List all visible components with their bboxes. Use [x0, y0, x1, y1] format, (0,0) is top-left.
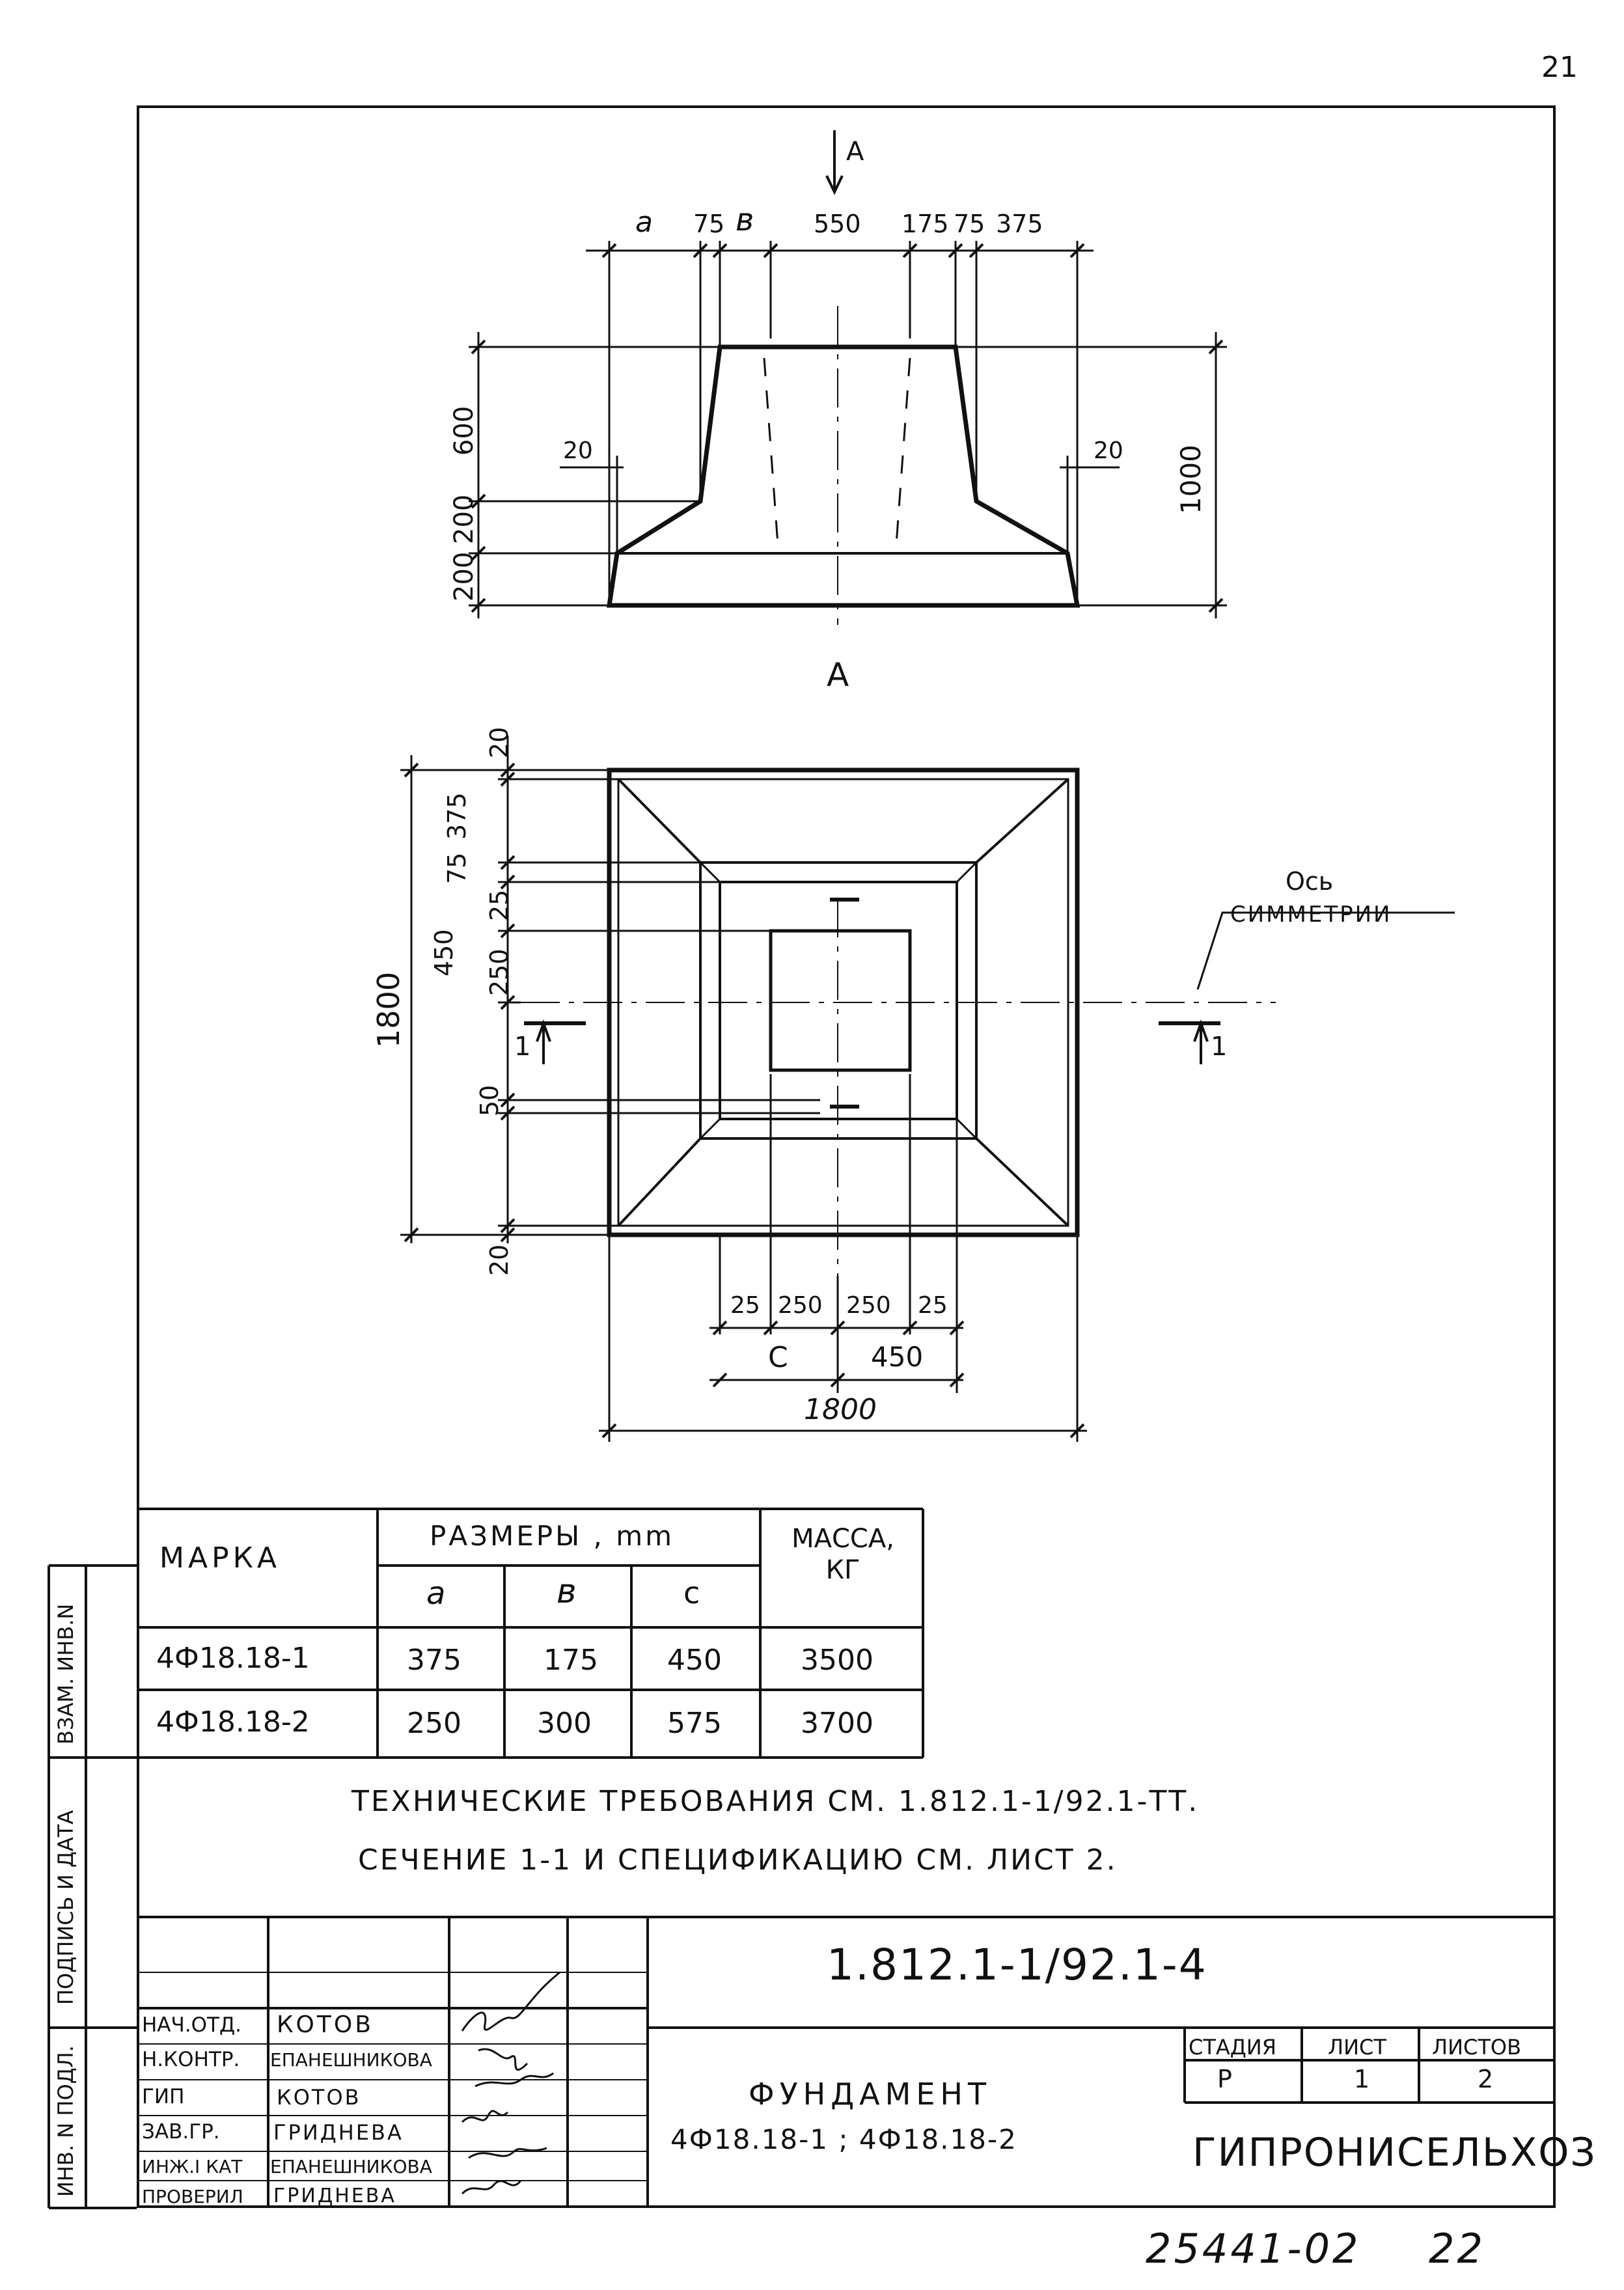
table-row-1-a: 375 — [407, 1644, 461, 1677]
plan-dim-375: 375 — [443, 792, 471, 840]
dim-ledge-right: 20 — [1094, 437, 1123, 464]
plan-dim-bottom-250-left: 250 — [778, 1292, 823, 1319]
dim-75-left: 75 — [693, 210, 725, 238]
plan-dim-75: 75 — [443, 852, 471, 884]
dim-200-lower: 200 — [449, 551, 479, 601]
organization-name: ГИПРОНИСЕЛЬХОЗ — [1192, 2130, 1597, 2175]
stage-label: СТАДИЯ — [1189, 2035, 1276, 2060]
section-arrow-label: A — [846, 137, 864, 167]
note-line-2: СЕЧЕНИЕ 1-1 И СПЕЦИФИКАЦИЮ СМ. ЛИСТ 2. — [358, 1843, 1118, 1877]
plan-dim-20-top: 20 — [485, 726, 514, 758]
sheet-value: 1 — [1354, 2065, 1370, 2093]
table-row-1-mark: 4Ф18.18-1 — [156, 1642, 310, 1675]
foundation-elevation-outline — [606, 344, 1080, 608]
page-number: 21 — [1541, 51, 1578, 84]
side-stamp-replace: ВЗАМ. ИНВ.N — [53, 1603, 78, 1745]
role-5: ИНЖ.I КАТ — [142, 2156, 243, 2177]
doc-code: 1.812.1-1/92.1-4 — [827, 1940, 1207, 1990]
plan-dim-20-bottom: 20 — [485, 1244, 514, 1276]
plan-dim-1800-left: 1800 — [371, 971, 406, 1048]
stage-value: Р — [1217, 2065, 1232, 2093]
title-line-1: ФУНДАМЕНТ — [749, 2076, 992, 2112]
signatures — [461, 1971, 560, 2195]
table-row-2-mark: 4Ф18.18-2 — [156, 1705, 310, 1739]
plan-dim-250: 250 — [485, 948, 514, 996]
table-row-2-b: 300 — [537, 1707, 592, 1740]
foundation-plan-socket — [769, 929, 912, 1072]
role-3: ГИП — [142, 2085, 185, 2108]
plan-dim-50: 50 — [475, 1084, 504, 1116]
name-1: КОТОВ — [277, 2011, 374, 2038]
table-row-2-c: 575 — [667, 1707, 722, 1740]
side-stamp-signature: ПОДПИСЬ И ДАТА — [53, 1810, 78, 2005]
side-stamp-inventory: ИНВ. N ПОДЛ. — [53, 2045, 78, 2197]
role-1: НАЧ.ОТД. — [142, 2013, 242, 2037]
dimensions-table-grid — [137, 1508, 924, 1759]
name-6: ГРИДНЕВА — [273, 2185, 396, 2207]
plan-dim-bottom-25-left: 25 — [730, 1292, 760, 1319]
table-row-2-mass: 3700 — [801, 1707, 874, 1740]
table-row-2-a: 250 — [407, 1707, 461, 1740]
name-2: ЕПАНЕШНИКОВА — [270, 2049, 432, 2071]
name-5: ЕПАНЕШНИКОВА — [270, 2156, 432, 2177]
sheet-label: ЛИСТ — [1328, 2035, 1386, 2060]
sheets-label: ЛИСТОВ — [1432, 2035, 1522, 2060]
plan-dim-25: 25 — [485, 889, 514, 921]
title-line-2: 4Ф18.18-1 ; 4Ф18.18-2 — [670, 2123, 1017, 2155]
section-mark-left: 1 — [514, 1032, 531, 1062]
axis-label-line2: СИММЕТРИИ — [1230, 902, 1392, 928]
role-4: ЗАВ.ГР. — [142, 2120, 220, 2144]
plan-dim-c-label: С — [768, 1341, 788, 1374]
dim-200-upper: 200 — [449, 494, 479, 544]
plan-dim-450: 450 — [430, 929, 458, 976]
dim-1000: 1000 — [1175, 445, 1207, 514]
title-block-grid — [137, 1916, 1556, 2208]
table-header-mark: МАРКА — [159, 1541, 281, 1575]
plan-dim-450-bottom: 450 — [871, 1341, 924, 1373]
dim-175: 175 — [901, 210, 949, 238]
drawing-frame — [137, 105, 1556, 2208]
table-sub-c: c — [683, 1575, 700, 1610]
table-header-mass: МАССА, КГ — [775, 1523, 911, 1586]
side-stamp-grid — [48, 1564, 137, 2209]
table-sub-a: a — [426, 1575, 446, 1612]
name-3: КОТОВ — [277, 2085, 361, 2110]
dim-a-label: a — [635, 206, 653, 239]
dim-550: 550 — [814, 210, 861, 238]
axis-label-line1: Ось — [1286, 867, 1334, 896]
dim-b-label: в — [736, 202, 754, 238]
dim-600: 600 — [449, 406, 479, 456]
sheets-value: 2 — [1478, 2065, 1494, 2093]
table-row-1-c: 450 — [667, 1644, 722, 1677]
note-line-1: ТЕХНИЧЕСКИЕ ТРЕБОВАНИЯ СМ. 1.812.1-1/92.… — [351, 1785, 1200, 1818]
role-2: Н.КОНТР. — [142, 2048, 240, 2071]
table-row-1-b: 175 — [544, 1644, 598, 1677]
plan-dim-1800-bottom: 1800 — [804, 1393, 877, 1426]
bottom-sheet-number: 22 — [1429, 2225, 1485, 2272]
role-6: ПРОВЕРИЛ — [142, 2186, 243, 2207]
plan-dim-bottom-250-right: 250 — [846, 1292, 891, 1319]
plan-view-label: A — [827, 656, 849, 694]
bottom-number: 25441-02 — [1146, 2225, 1361, 2272]
table-sub-b: в — [557, 1572, 577, 1611]
dim-ledge-left: 20 — [563, 437, 593, 464]
table-header-mass-text: МАССА, КГ — [791, 1524, 894, 1585]
table-header-dims: РАЗМЕРЫ , mm — [430, 1520, 675, 1552]
dim-75-right: 75 — [954, 210, 985, 238]
section-mark-right: 1 — [1211, 1032, 1228, 1062]
dim-375: 375 — [996, 210, 1043, 238]
name-4: ГРИДНЕВА — [273, 2120, 404, 2145]
plan-dim-bottom-25-right: 25 — [918, 1292, 948, 1319]
table-row-1-mass: 3500 — [801, 1644, 874, 1677]
